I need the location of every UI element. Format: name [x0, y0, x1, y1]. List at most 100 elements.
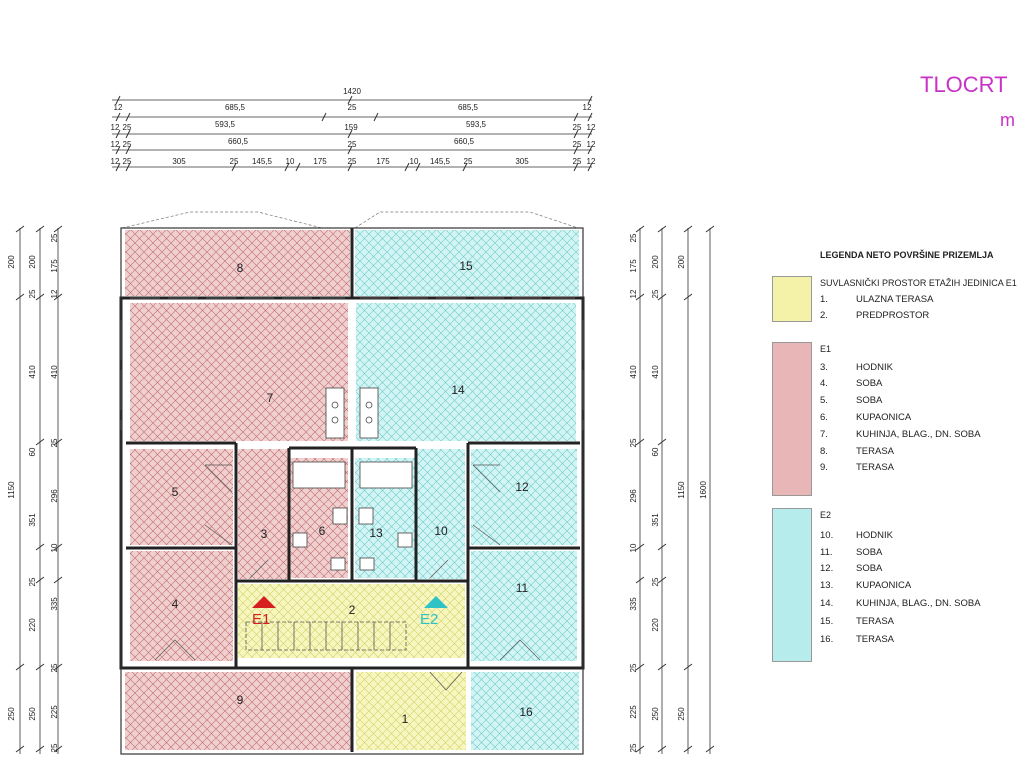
dim-label: 12 — [50, 289, 59, 298]
bathtub-e1 — [292, 461, 346, 489]
dim-label: 12 — [111, 140, 120, 149]
room-12-fill — [471, 449, 577, 545]
room-9-fill — [125, 672, 351, 750]
room-label-13: 13 — [369, 526, 383, 540]
room-11-fill — [471, 551, 577, 661]
dim-label: 145,5 — [252, 157, 273, 166]
room-label-11: 11 — [516, 581, 529, 595]
dim-label: 10 — [410, 157, 419, 166]
stairs — [245, 621, 407, 651]
dim-label: 60 — [28, 447, 37, 456]
right-dimension-labels: 1600 1150 25 175 200 200 25 12 410 410 2… — [629, 233, 708, 752]
legend-item: 7.KUHINJA, BLAG., DN. SOBA — [820, 429, 981, 440]
dimension-ticks — [115, 95, 593, 172]
legend-item: 12.SOBA — [820, 563, 883, 574]
dim-label: 12 — [583, 103, 592, 112]
room-8-fill — [125, 230, 350, 296]
dim-label: 685,5 — [458, 103, 479, 112]
dim-label: 25 — [28, 289, 37, 298]
dim-label: 10 — [50, 543, 59, 552]
fixtures — [292, 387, 413, 571]
entrance-e1-label: E1 — [252, 611, 270, 628]
legend-item: 13.KUPAONICA — [820, 580, 912, 591]
dim-label: 25 — [629, 743, 638, 752]
room-1-fill — [356, 672, 466, 750]
dim-label: 12 — [111, 157, 120, 166]
dim-label: 25 — [348, 140, 357, 149]
room-label-4: 4 — [172, 597, 179, 611]
dim-label: 12 — [629, 289, 638, 298]
dim-label: 225 — [629, 705, 638, 719]
kitchen-counter-e2 — [359, 387, 379, 439]
dim-label: 351 — [651, 513, 660, 527]
toilet-e1 — [330, 557, 346, 571]
entrance-e2-label: E2 — [420, 611, 438, 628]
legend-item: 16.TERASA — [820, 634, 895, 645]
dim-label: 10 — [629, 543, 638, 552]
legend-item: 14.KUHINJA, BLAG., DN. SOBA — [820, 598, 981, 609]
dim-label: 220 — [28, 618, 37, 632]
dim-label: 175 — [313, 157, 327, 166]
left-dimension-ticks — [15, 225, 63, 753]
room-label-9: 9 — [237, 693, 244, 707]
dim-total: 1420 — [343, 87, 361, 96]
dim-label: 200 — [7, 255, 16, 269]
dim-label: 410 — [651, 365, 660, 379]
legend-item: 8.TERASA — [820, 446, 895, 457]
dim-label: 10 — [286, 157, 295, 166]
room-label-3: 3 — [261, 527, 268, 541]
legend-item: 6.KUPAONICA — [820, 412, 912, 423]
right-dimension-lines — [639, 228, 711, 754]
dim-label: 335 — [50, 597, 59, 611]
door-swings — [154, 464, 541, 691]
dim-label: 25 — [123, 157, 132, 166]
dim-label: 25 — [50, 663, 59, 672]
legend-group-heading: E2 — [820, 510, 832, 520]
dim-label: 25 — [573, 123, 582, 132]
top-dimension-labels: 1420 12 685,5 25 685,5 12 12 25 593,5 15… — [111, 87, 596, 166]
right-dimension-ticks — [635, 225, 715, 753]
room-5-fill — [130, 449, 233, 545]
window-marks — [120, 297, 584, 430]
dim-right-total: 1600 — [699, 481, 708, 499]
entrance-arrow-e1-icon — [252, 596, 276, 608]
dim-label: 685,5 — [225, 103, 246, 112]
dim-label: 296 — [50, 489, 59, 503]
legend-item: 10.HODNIK — [820, 530, 893, 541]
dim-label: 200 — [651, 255, 660, 269]
sink-e2 — [397, 532, 413, 548]
dim-label: 660,5 — [454, 137, 475, 146]
room-label-8: 8 — [237, 261, 244, 275]
entrance-arrow-e2-icon — [424, 596, 448, 608]
legend-item: 1.ULAZNA TERASA — [820, 294, 934, 305]
dim-label: 25 — [123, 140, 132, 149]
dim-label: 25 — [573, 140, 582, 149]
dim-label: 250 — [651, 707, 660, 721]
top-dimension-lines — [112, 99, 592, 168]
dim-left-total: 1150 — [7, 481, 16, 499]
room-numbers: 1 2 3 4 5 6 7 8 9 10 11 12 13 14 15 16 — [172, 259, 533, 726]
dim-label: 159 — [344, 123, 358, 132]
dim-label: 220 — [651, 618, 660, 632]
legend-swatch-e2 — [772, 508, 812, 662]
legend-item: 11.SOBA — [820, 547, 883, 558]
dim-label: 410 — [629, 365, 638, 379]
dim-label: 351 — [28, 513, 37, 527]
dim-label: 660,5 — [228, 137, 249, 146]
dim-label: 250 — [28, 707, 37, 721]
bathtub-e2 — [359, 461, 413, 489]
dim-label: 145,5 — [430, 157, 451, 166]
dim-label: 25 — [50, 438, 59, 447]
left-dimension-labels: 1150 25 200 200 175 25 12 410 410 25 60 … — [7, 233, 59, 752]
plan-title: TLOCRT — [920, 72, 1008, 97]
room-16-fill — [471, 672, 579, 750]
room-label-14: 14 — [451, 383, 465, 397]
dim-label: 225 — [50, 705, 59, 719]
room-label-10: 10 — [434, 524, 448, 538]
legend-group-heading: SUVLASNIČKI PROSTOR ETAŽIH JEDINICA E1 — [820, 278, 1017, 288]
room-label-6: 6 — [319, 524, 326, 538]
legend-item: 9.TERASA — [820, 462, 895, 473]
dim-label: 25 — [28, 577, 37, 586]
sink-e1 — [292, 532, 308, 548]
floor-plan: 1420 12 685,5 25 685,5 12 12 25 593,5 15… — [7, 87, 715, 755]
